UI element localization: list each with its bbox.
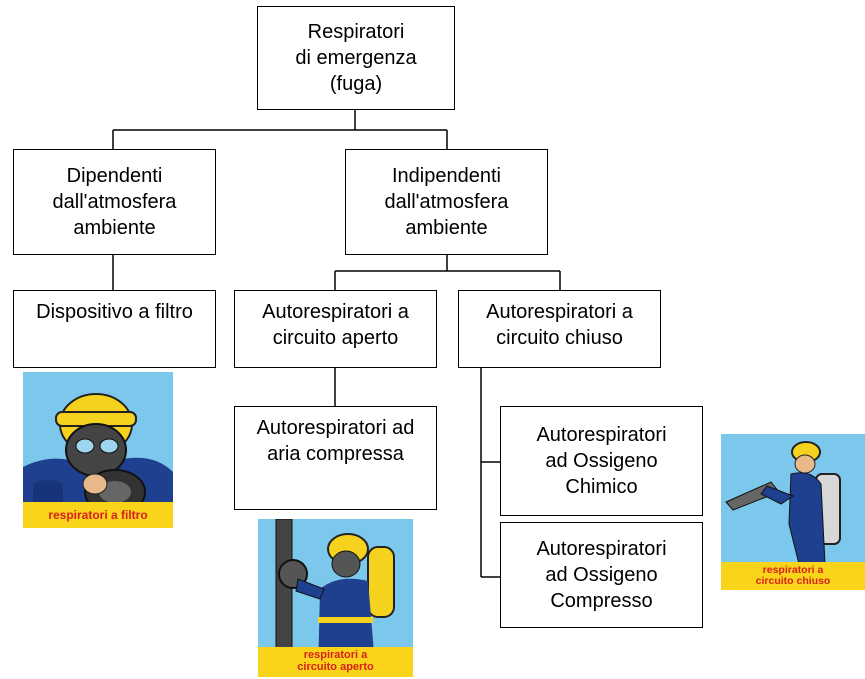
node-text: ad Ossigeno bbox=[545, 564, 658, 586]
node-text: Chimico bbox=[565, 476, 638, 498]
node-text: (fuga) bbox=[329, 73, 383, 95]
node-open-circuit: Autorespiratori a circuito aperto bbox=[234, 290, 437, 368]
node-text: ad Ossigeno bbox=[545, 450, 658, 472]
caption-text: circuito aperto bbox=[297, 661, 374, 673]
node-text: Indipendenti bbox=[392, 165, 501, 187]
node-text: di emergenza bbox=[295, 47, 417, 69]
caption-text: respiratori a bbox=[303, 649, 368, 662]
node-text: Respiratori bbox=[307, 21, 405, 43]
node-text: Dispositivo a filtro bbox=[36, 301, 193, 323]
node-text: Autorespiratori ad bbox=[256, 417, 415, 439]
node-text: Dipendenti bbox=[66, 165, 163, 187]
node-root: Respiratori di emergenza (fuga) bbox=[257, 6, 455, 110]
node-text: Autorespiratori bbox=[536, 538, 667, 560]
node-text: dall'atmosfera bbox=[52, 191, 177, 213]
node-text: ambiente bbox=[405, 217, 488, 239]
node-compressed-air: Autorespiratori ad aria compressa bbox=[234, 406, 437, 510]
caption-text: circuito chiuso bbox=[755, 575, 831, 587]
caption-text: respiratori a filtro bbox=[48, 507, 148, 522]
node-closed-circuit: Autorespiratori a circuito chiuso bbox=[458, 290, 661, 368]
node-filter-device: Dispositivo a filtro bbox=[13, 290, 216, 368]
caption-text: respiratori a bbox=[762, 563, 824, 576]
node-text: circuito aperto bbox=[272, 327, 399, 349]
filter-caption: respiratori a filtro bbox=[23, 502, 173, 528]
filter-respirator-illustration: respiratori a filtro bbox=[23, 372, 173, 528]
node-independent: Indipendenti dall'atmosfera ambiente bbox=[345, 149, 548, 255]
node-dependent: Dipendenti dall'atmosfera ambiente bbox=[13, 149, 216, 255]
node-text: circuito chiuso bbox=[496, 327, 623, 349]
node-text: dall'atmosfera bbox=[384, 191, 509, 213]
node-text: aria compressa bbox=[267, 443, 404, 465]
node-text: Autorespiratori a bbox=[262, 301, 409, 323]
node-text: Compresso bbox=[550, 590, 653, 612]
node-text: ambiente bbox=[73, 217, 156, 239]
node-text: Autorespiratori bbox=[536, 424, 667, 446]
node-text: Autorespiratori a bbox=[486, 301, 633, 323]
